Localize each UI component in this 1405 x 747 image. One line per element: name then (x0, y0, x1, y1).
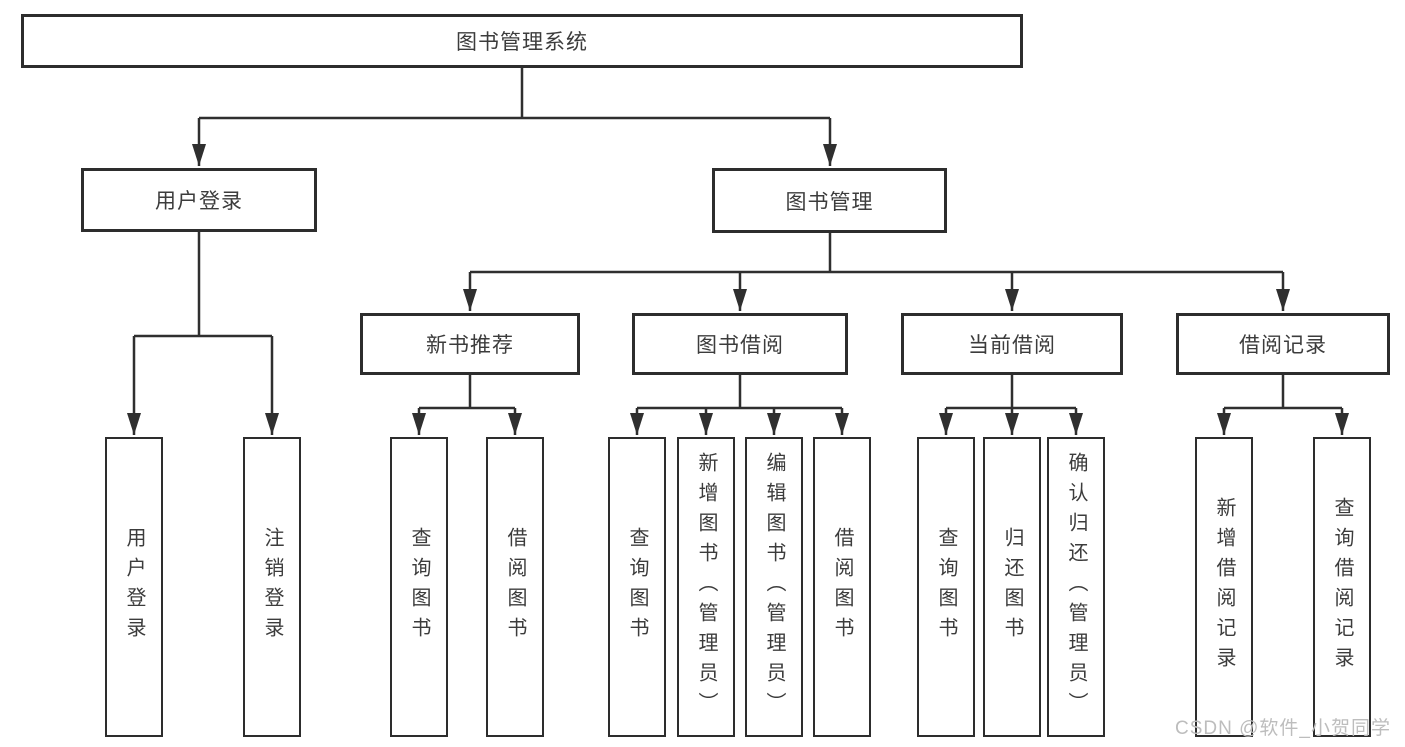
leaf-label: 借阅图书 (831, 527, 853, 647)
leaf-label: 确认归还（管理员） (1065, 452, 1087, 722)
node-label: 新书推荐 (426, 334, 514, 357)
node-book-borrow: 图书借阅 (632, 313, 848, 375)
leaf-label: 查询图书 (408, 527, 430, 647)
node-current-borrow: 当前借阅 (901, 313, 1123, 375)
leaf-query-books-1: 查询图书 (390, 437, 448, 737)
leaf-borrow-books-1: 借阅图书 (486, 437, 544, 737)
node-label: 图书管理系统 (456, 31, 588, 54)
node-borrow-records: 借阅记录 (1176, 313, 1390, 375)
node-label: 用户登录 (155, 190, 243, 213)
leaf-logout: 注销登录 (243, 437, 301, 737)
node-new-book-recommend: 新书推荐 (360, 313, 580, 375)
node-system-root: 图书管理系统 (21, 14, 1023, 68)
leaf-return-books: 归还图书 (983, 437, 1041, 737)
csdn-watermark: CSDN @软件_小贺同学 (1175, 718, 1391, 739)
leaf-label: 注销登录 (261, 527, 283, 647)
leaf-edit-books-admin: 编辑图书（管理员） (745, 437, 803, 737)
leaf-user-login: 用户登录 (105, 437, 163, 737)
leaf-query-books-3: 查询图书 (917, 437, 975, 737)
leaf-query-borrow-record: 查询借阅记录 (1313, 437, 1371, 737)
leaf-add-borrow-record: 新增借阅记录 (1195, 437, 1253, 737)
node-label: 借阅记录 (1239, 334, 1327, 357)
node-label: 图书借阅 (696, 334, 784, 357)
leaf-label: 新增借阅记录 (1213, 497, 1235, 677)
leaf-label: 借阅图书 (504, 527, 526, 647)
node-label: 当前借阅 (968, 334, 1056, 357)
leaf-label: 查询图书 (935, 527, 957, 647)
leaf-confirm-return-admin: 确认归还（管理员） (1047, 437, 1105, 737)
node-book-management: 图书管理 (712, 168, 947, 233)
leaf-label: 新增图书（管理员） (695, 452, 717, 722)
leaf-label: 用户登录 (123, 527, 145, 647)
node-label: 图书管理 (785, 190, 874, 214)
leaf-label: 查询图书 (626, 527, 648, 647)
leaf-add-books-admin: 新增图书（管理员） (677, 437, 735, 737)
leaf-borrow-books-2: 借阅图书 (813, 437, 871, 737)
leaf-label: 归还图书 (1001, 527, 1023, 647)
leaf-query-books-2: 查询图书 (608, 437, 666, 737)
node-user-login: 用户登录 (81, 168, 317, 232)
leaf-label: 编辑图书（管理员） (763, 452, 785, 722)
leaf-label: 查询借阅记录 (1331, 497, 1353, 677)
